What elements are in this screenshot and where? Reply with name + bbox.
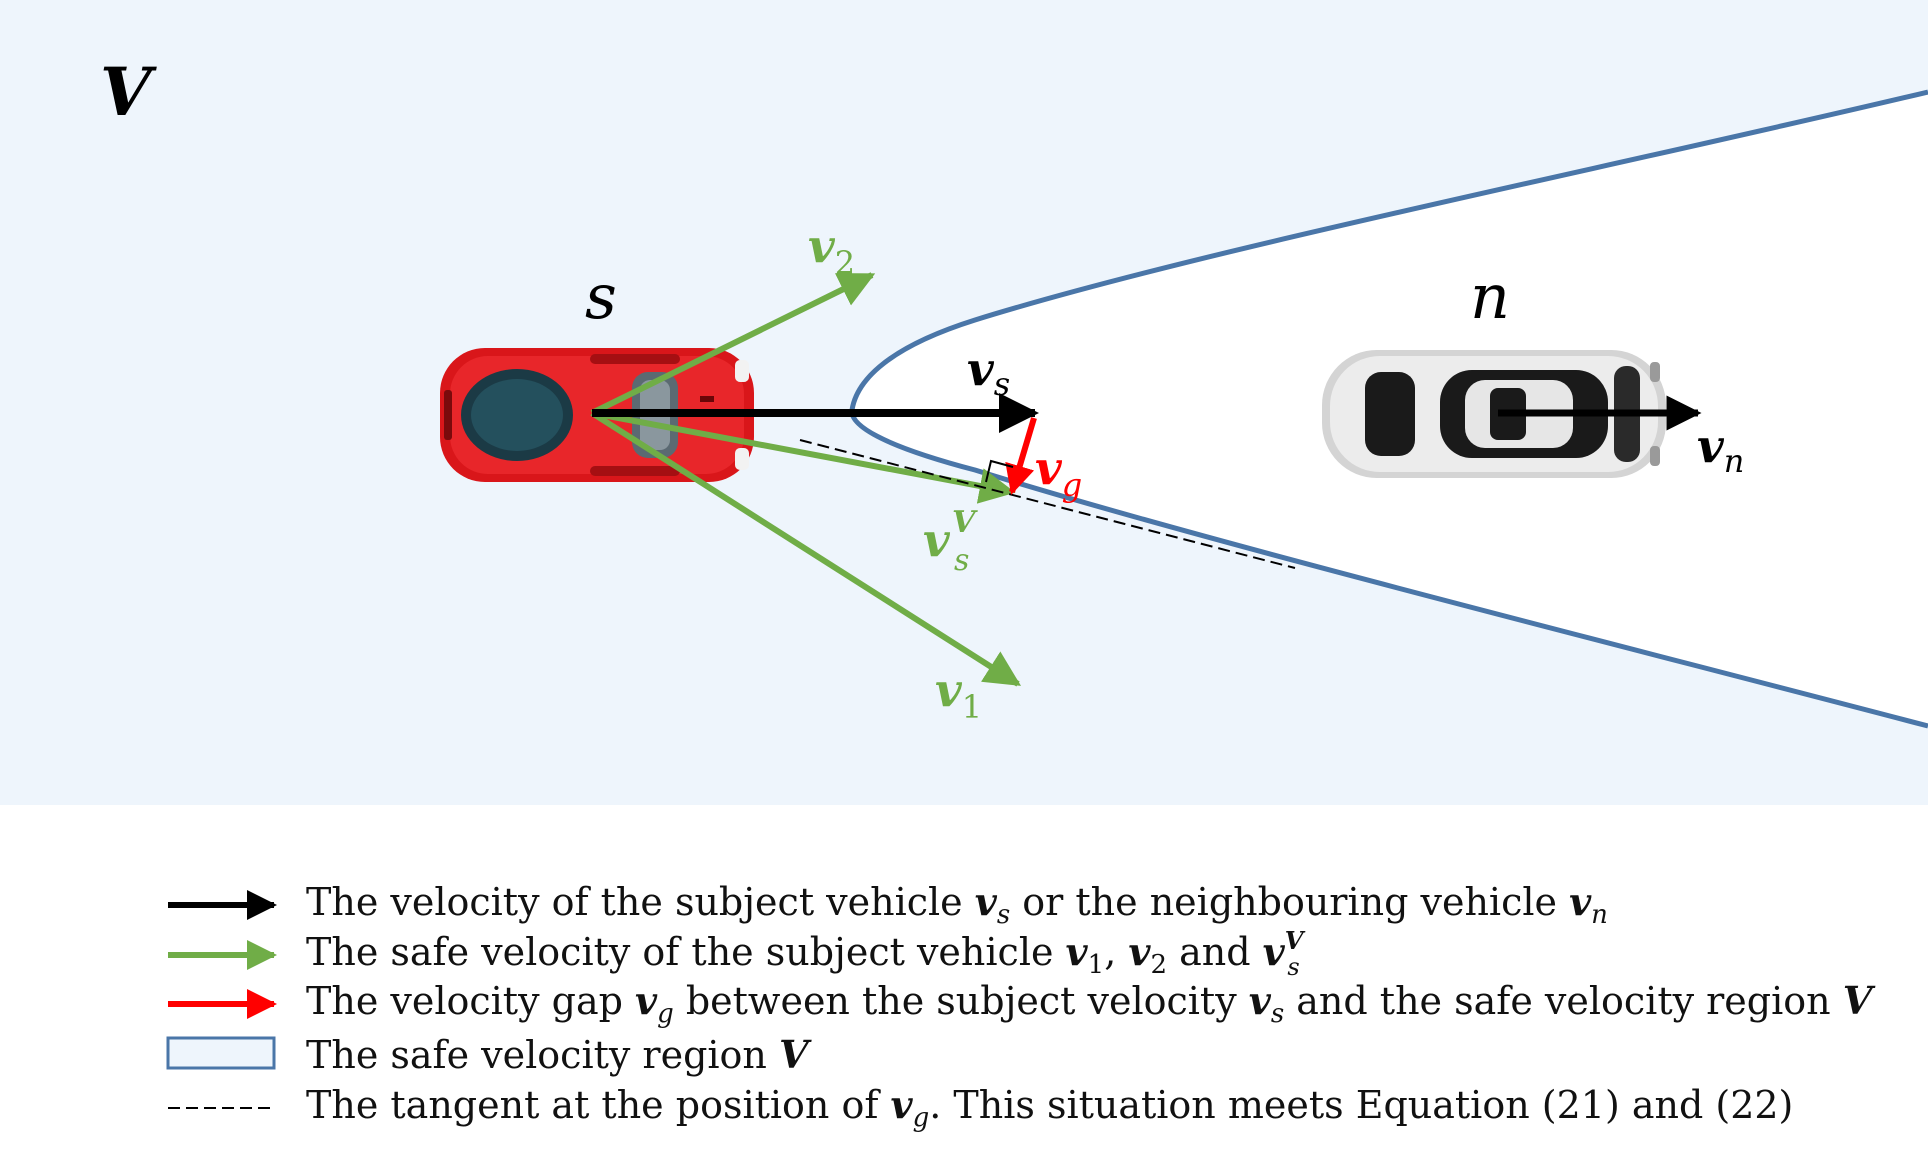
velocity-vsV-arrow <box>591 410 1016 504</box>
label-vn: vn <box>1697 419 1744 480</box>
label-vs: vs <box>967 342 1010 403</box>
neighbour-vehicle-label: n <box>1470 260 1510 333</box>
label-vsV-sub: s <box>954 543 969 578</box>
label-vsV-sup: V <box>952 505 978 540</box>
region-label: V <box>100 53 157 131</box>
right-angle-mark <box>985 459 1014 483</box>
legend-black-text: The velocity of the subject vehicle vs o… <box>306 879 1608 930</box>
legend-region-box <box>166 1036 276 1070</box>
legend-green-text: The safe velocity of the subject vehicle… <box>306 926 1306 981</box>
label-v1: v1 <box>935 663 982 726</box>
legend-tangent-text: The tangent at the position of vg. This … <box>306 1082 1793 1133</box>
subject-vehicle-label: s <box>585 260 617 333</box>
velocity-gap-arrow <box>1005 417 1037 495</box>
legend: The velocity of the subject vehicle vs o… <box>166 879 1876 1133</box>
label-vsV-v: v <box>923 513 951 567</box>
label-v2: v2 <box>808 219 855 282</box>
velocity-v2-arrow <box>590 272 876 416</box>
legend-red-text: The velocity gap vg between the subject … <box>306 978 1876 1029</box>
tangent-dashed-line <box>799 439 1296 569</box>
legend-region-text: The safe velocity region V <box>306 1032 812 1077</box>
label-vg: vg <box>1035 441 1082 504</box>
velocity-v1-arrow <box>590 410 1022 687</box>
